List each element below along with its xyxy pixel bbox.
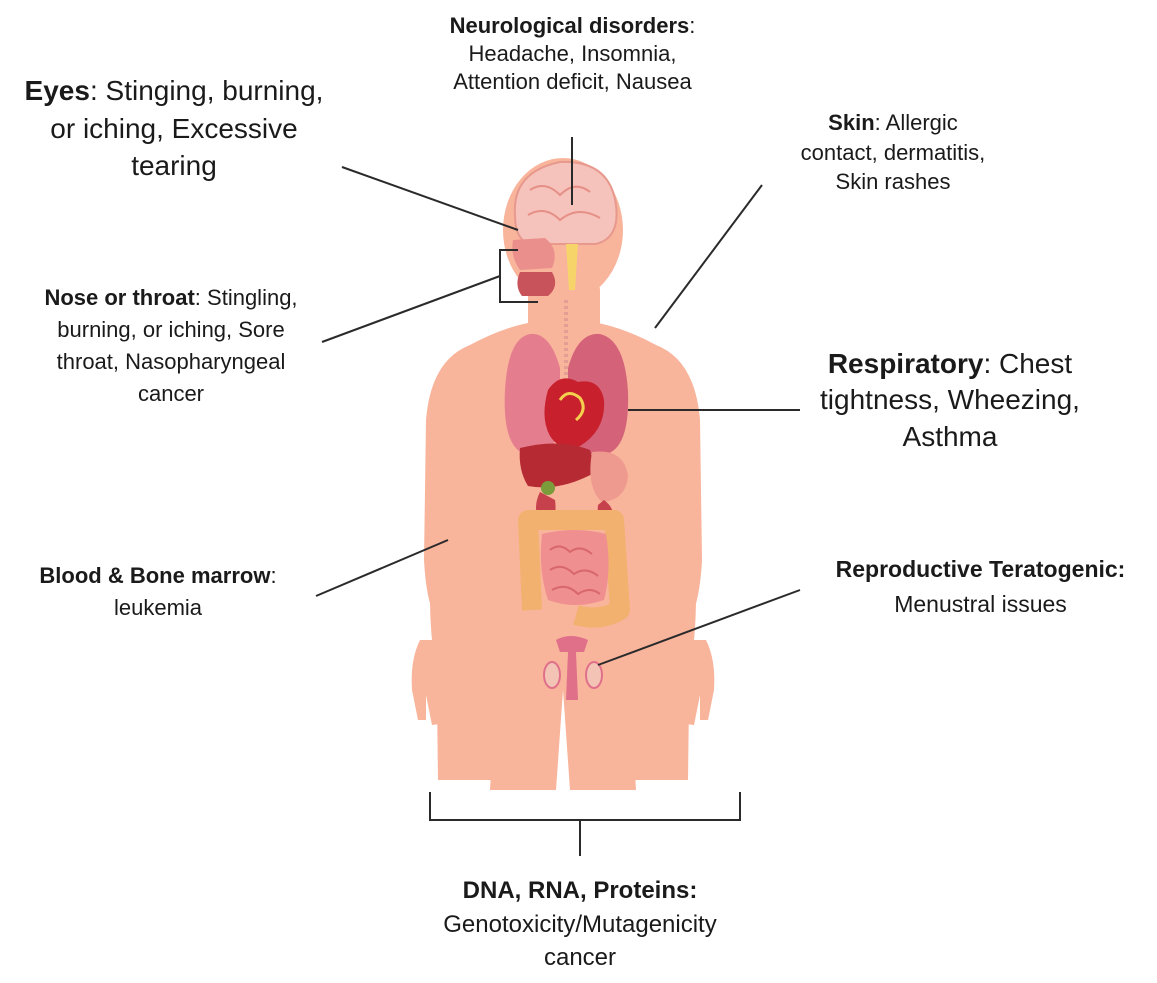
nasal-cavity bbox=[512, 238, 554, 270]
skin-title: Skin bbox=[828, 110, 874, 135]
neuro-label: Neurological disorders: Headache, Insomn… bbox=[380, 12, 765, 96]
resp-line0: Chest bbox=[991, 348, 1072, 379]
brain bbox=[515, 162, 617, 244]
resp-line2: Asthma bbox=[800, 419, 1100, 455]
leader-nose bbox=[322, 276, 500, 342]
blood-sep: : bbox=[270, 563, 276, 588]
dna-line2: cancer bbox=[390, 941, 770, 975]
repro-title: Reproductive Teratogenic: bbox=[836, 556, 1126, 582]
blood-line1: leukemia bbox=[8, 592, 308, 624]
resp-line1: tightness, Wheezing, bbox=[800, 382, 1100, 418]
nose-line0: Stingling, bbox=[201, 285, 298, 310]
skin-label: Skin: Allergic contact, dermatitis, Skin… bbox=[768, 108, 1018, 197]
nose-line3: cancer bbox=[6, 378, 336, 410]
eyes-line0: Stinging, burning, bbox=[98, 75, 324, 106]
nose-title: Nose or throat bbox=[44, 285, 194, 310]
eyes-label: Eyes: Stinging, burning, or iching, Exce… bbox=[8, 72, 340, 185]
neuro-sep: : bbox=[689, 13, 695, 38]
nose-line2: throat, Nasopharyngeal bbox=[6, 346, 336, 378]
reproductive-organ-left bbox=[544, 662, 560, 688]
neuro-line2: Attention deficit, Nausea bbox=[380, 68, 765, 96]
eyes-line2: tearing bbox=[8, 147, 340, 185]
blood-title: Blood & Bone marrow bbox=[39, 563, 270, 588]
repro-line1: Menustral issues bbox=[808, 587, 1153, 622]
nose-line1: burning, or iching, Sore bbox=[6, 314, 336, 346]
blood-label: Blood & Bone marrow: leukemia bbox=[8, 560, 308, 624]
nose-label: Nose or throat: Stingling, burning, or i… bbox=[6, 282, 336, 410]
eyes-sep: : bbox=[90, 75, 98, 106]
leader-skin bbox=[655, 185, 762, 328]
gallbladder bbox=[541, 481, 555, 495]
leader-eyes bbox=[342, 167, 518, 230]
eyes-title: Eyes bbox=[25, 75, 90, 106]
repro-label: Reproductive Teratogenic: Menustral issu… bbox=[808, 552, 1153, 621]
dna-bracket bbox=[430, 792, 740, 820]
skin-line1: contact, dermatitis, bbox=[768, 138, 1018, 168]
dna-label: DNA, RNA, Proteins: Genotoxicity/Mutagen… bbox=[390, 874, 770, 975]
legs bbox=[490, 650, 636, 790]
neuro-line1: Headache, Insomnia, bbox=[380, 40, 765, 68]
skin-line0: Allergic bbox=[881, 110, 958, 135]
mouth-throat bbox=[517, 272, 555, 296]
resp-title: Respiratory bbox=[828, 348, 984, 379]
reproductive-organ-right bbox=[586, 662, 602, 688]
dna-title: DNA, RNA, Proteins: bbox=[463, 877, 698, 904]
eyes-line1: or iching, Excessive bbox=[8, 110, 340, 148]
neuro-title: Neurological disorders bbox=[450, 13, 690, 38]
resp-label: Respiratory: Chest tightness, Wheezing, … bbox=[800, 346, 1100, 455]
dna-line1: Genotoxicity/Mutagenicity bbox=[390, 908, 770, 942]
skin-line2: Skin rashes bbox=[768, 167, 1018, 197]
